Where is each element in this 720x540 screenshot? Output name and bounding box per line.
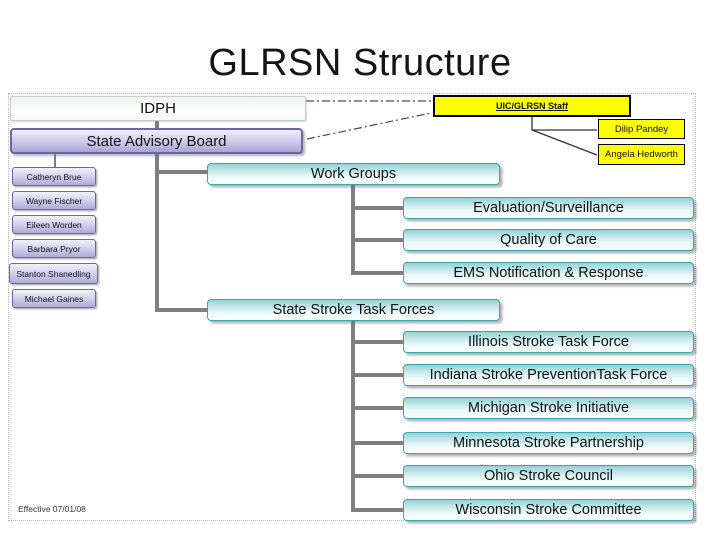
task-force-box: Minnesota Stroke Partnership (403, 432, 694, 454)
connector-tf-child-3 (353, 406, 403, 410)
org-box-state-advisory-board: State Advisory Board (10, 128, 303, 154)
page-title: GLRSN Structure (208, 42, 512, 84)
task-force-label: Michigan Stroke Initiative (467, 400, 630, 416)
task-force-label: Wisconsin Stroke Committee (455, 502, 642, 518)
staff-box-uic-glrsn: UIC/GLRSN Staff (433, 95, 631, 117)
staff-member-box: Dilip Pandey (598, 119, 685, 139)
task-force-box: Michigan Stroke Initiative (403, 397, 694, 419)
task-force-label: Minnesota Stroke Partnership (452, 435, 644, 451)
work-group-label: Quality of Care (500, 232, 597, 248)
task-force-label: Ohio Stroke Council (484, 468, 613, 484)
org-box-work-groups-label: Work Groups (310, 166, 397, 182)
connector-wg-child-3 (353, 271, 403, 275)
connector-taskforces-branch (155, 308, 208, 312)
task-force-box: Illinois Stroke Task Force (403, 331, 694, 353)
advisor-box: Wayne Fischer (12, 191, 96, 210)
staff-member-name: Dilip Pandey (614, 123, 669, 135)
task-force-label: Illinois Stroke Task Force (468, 334, 629, 350)
work-group-box: Quality of Care (403, 229, 694, 251)
advisor-name: Wayne Fischer (25, 195, 83, 206)
advisor-name: Stanton Shanedling (16, 268, 91, 279)
org-box-idph-label: IDPH (140, 100, 176, 117)
connector-tf-child-6 (353, 508, 403, 512)
advisor-box: Eileen Worden (12, 215, 96, 234)
connector-wg-child-1 (353, 206, 403, 210)
work-group-box: Evaluation/Surveillance (403, 197, 694, 219)
task-force-label: Indiana Stroke PreventionTask Force (429, 367, 668, 383)
task-force-box: Indiana Stroke PreventionTask Force (403, 364, 694, 386)
work-group-label: Evaluation/Surveillance (473, 200, 624, 216)
staff-box-uic-glrsn-label: UIC/GLRSN Staff (496, 101, 568, 111)
staff-member-name: Angela Hedworth (605, 149, 678, 160)
org-box-state-advisory-board-label: State Advisory Board (86, 132, 227, 150)
connector-tf-child-1 (353, 340, 403, 344)
connector-tf-child-2 (353, 373, 403, 377)
advisor-box: Stanton Shanedling (9, 263, 98, 284)
org-box-state-stroke-task-forces-label: State Stroke Task Forces (272, 302, 435, 318)
org-box-idph: IDPH (10, 96, 306, 121)
advisor-name: Michael Gaines (24, 293, 84, 304)
connector-taskforces-trunk (351, 321, 355, 512)
connector-main-trunk (155, 153, 159, 312)
advisor-box: Barbara Pryor (12, 239, 96, 258)
org-box-state-stroke-task-forces: State Stroke Task Forces (207, 299, 500, 321)
staff-member-box: Angela Hedworth (598, 144, 685, 165)
connector-tf-child-4 (353, 441, 403, 445)
advisor-name: Eileen Worden (26, 219, 82, 230)
work-group-label: EMS Notification & Response (453, 265, 644, 281)
advisor-name: Catheryn Brue (26, 171, 82, 182)
connector-wg-child-2 (353, 238, 403, 242)
connector-workgroups-trunk (351, 185, 355, 275)
org-box-work-groups: Work Groups (207, 163, 500, 185)
connector-workgroups-branch (155, 170, 208, 174)
work-group-box: EMS Notification & Response (403, 262, 694, 284)
task-force-box: Ohio Stroke Council (403, 465, 694, 487)
advisor-box: Catheryn Brue (12, 167, 96, 186)
task-force-box: Wisconsin Stroke Committee (403, 499, 694, 521)
diagram-canvas-border (8, 93, 696, 521)
connector-idph-sab (155, 120, 159, 128)
advisor-name: Barbara Pryor (27, 243, 81, 254)
connector-tf-child-5 (353, 474, 403, 478)
connector-advisors-stub (54, 153, 56, 168)
advisor-box: Michael Gaines (12, 289, 96, 308)
effective-date-note: Effective 07/01/08 (18, 504, 86, 514)
